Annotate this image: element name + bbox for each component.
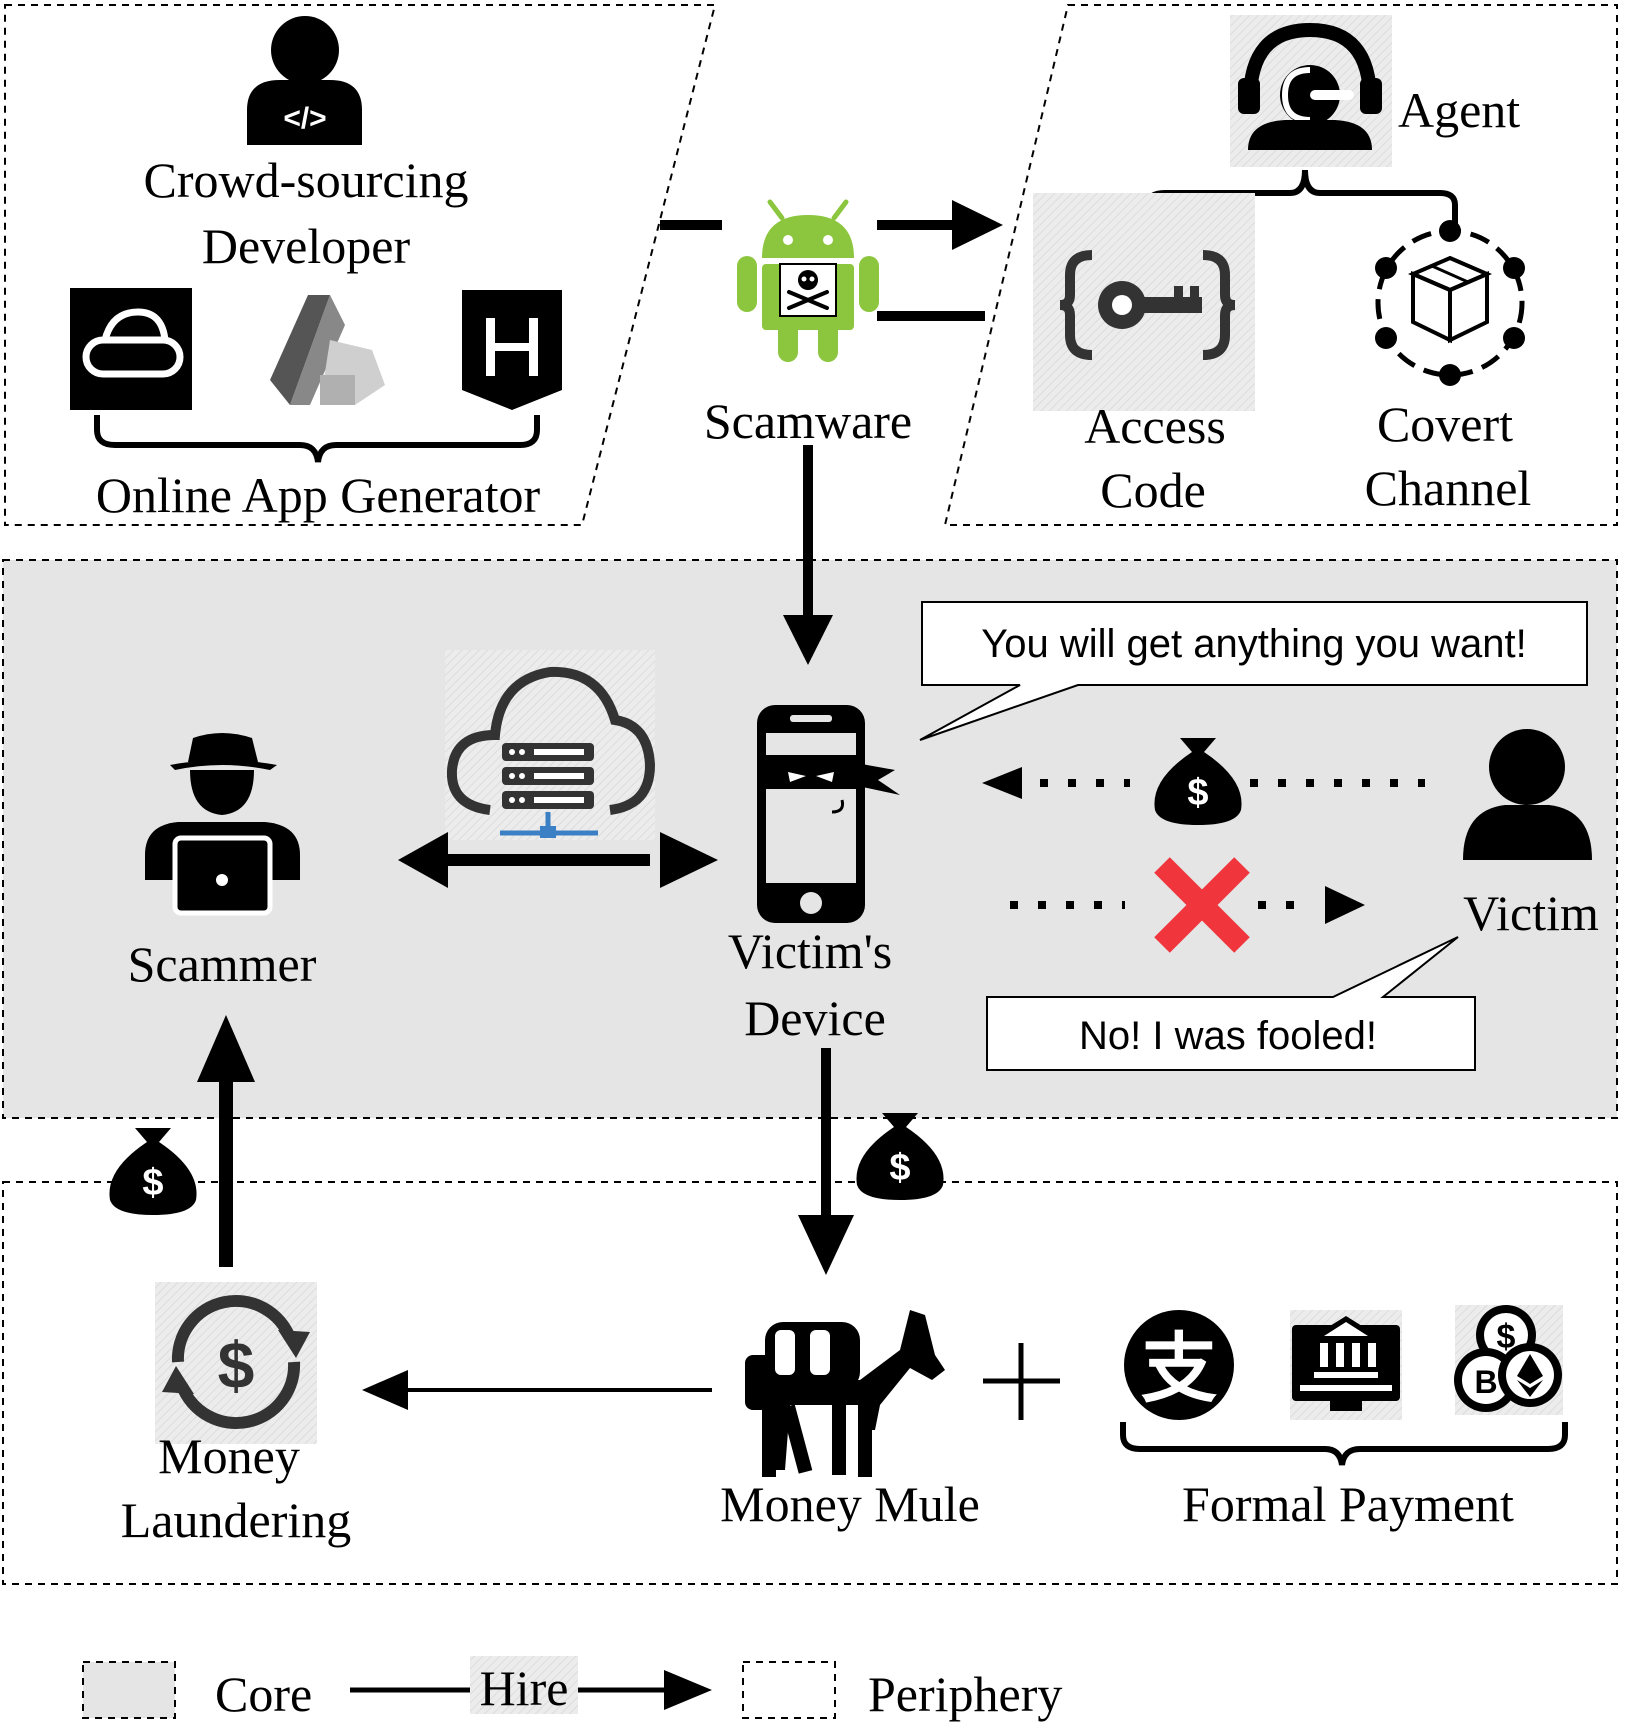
scammer-label: Scammer (128, 936, 317, 992)
svg-text:</>: </> (283, 102, 326, 135)
legend: Core Hire Periphery (82, 1656, 1062, 1722)
victim-label: Victim (1463, 885, 1599, 941)
speech-bubble-scam-promise-text: You will get anything you want! (981, 622, 1527, 666)
speech-bubble-victim-regret (986, 936, 1476, 1071)
covert-label: Covert (1377, 396, 1513, 452)
victims-device-phone-icon (757, 705, 900, 923)
legend-periphery-label: Periphery (868, 1666, 1062, 1722)
legend-hire-label: Hire (480, 1660, 569, 1716)
legend-core-swatch (82, 1661, 176, 1719)
developer-label: Developer (202, 218, 411, 274)
svg-text:支: 支 (1141, 1327, 1217, 1412)
app-generator-logo-3-icon (462, 290, 562, 410)
formal-payment-label: Formal Payment (1182, 1476, 1514, 1532)
access-label: Access (1084, 398, 1226, 454)
money-mule-donkey-icon (745, 1310, 945, 1477)
device-to-mule-arrow (798, 1048, 854, 1275)
money-laundering-icon: $ (162, 1294, 310, 1430)
legend-hire-label-bg (470, 1656, 578, 1714)
device-label: Device (744, 990, 886, 1046)
payment-money-bag-icon: $ (1154, 738, 1242, 825)
developer-icon: </> (247, 16, 362, 145)
speech-bubble-scam-promise (919, 601, 1588, 741)
legend-hire-arrow (350, 1670, 712, 1710)
cloud-server-icon (446, 666, 656, 838)
hire-arrow-scamware-to-agent (877, 200, 1003, 250)
legend-periphery-swatch (742, 1661, 836, 1719)
money-label: Money (158, 1428, 300, 1484)
laundered-money-bag-icon: $ (109, 1128, 197, 1215)
payment-brace (1120, 1422, 1568, 1466)
agent-headset-icon (1238, 22, 1382, 150)
laundering-to-scammer-arrow (197, 1015, 255, 1267)
top-left-periphery-panel (4, 4, 717, 526)
app-generator-logo-1-icon (70, 288, 192, 410)
scammer-device-double-arrow (398, 832, 718, 888)
scamware-to-device-arrow (783, 445, 833, 665)
svg-text:$: $ (218, 1328, 255, 1402)
covert-channel-icon (1375, 220, 1525, 386)
victim-person-icon (1463, 729, 1592, 860)
top-right-periphery-panel (943, 4, 1618, 526)
svg-text:$: $ (1497, 1318, 1516, 1356)
crowd-sourcing-label: Crowd-sourcing (144, 152, 469, 208)
victim-payment-dotted-arrow (982, 767, 1425, 799)
online-bank-icon (1292, 1316, 1400, 1411)
laundering-label: Laundering (121, 1492, 351, 1548)
mule-transfer-money-bag-icon: $ (856, 1113, 944, 1200)
code-label: Code (1100, 462, 1206, 518)
channel-label: Channel (1365, 460, 1532, 516)
svg-text:$: $ (142, 1162, 163, 1204)
legend-core-label: Core (215, 1666, 312, 1722)
money-mule-label: Money Mule (720, 1476, 980, 1532)
red-cross-icon (1154, 857, 1250, 953)
access-code-key-icon (1059, 250, 1236, 360)
generator-brace (94, 415, 540, 463)
cryptocurrency-icon: $ B (1454, 1305, 1562, 1412)
victims-label: Victim's (728, 923, 892, 979)
svg-text:$: $ (1187, 772, 1208, 814)
agent-label: Agent (1398, 82, 1520, 138)
alipay-icon: 支 (1124, 1310, 1234, 1420)
plus-icon (983, 1343, 1060, 1420)
app-generator-logo-2-icon (270, 295, 385, 405)
speech-bubble-victim-regret-text: No! I was fooled! (1079, 1014, 1377, 1058)
failed-return-dotted-arrow (1010, 886, 1365, 924)
svg-text:B: B (1474, 1364, 1497, 1400)
scammer-icon (145, 733, 300, 916)
bottom-periphery-panel (2, 1181, 1618, 1585)
online-app-generator-label: Online App Generator (96, 467, 541, 523)
mule-to-laundering-arrow (362, 1370, 712, 1410)
svg-text:$: $ (889, 1147, 910, 1189)
android-scamware-icon (737, 199, 879, 362)
scamware-label: Scamware (704, 393, 912, 449)
